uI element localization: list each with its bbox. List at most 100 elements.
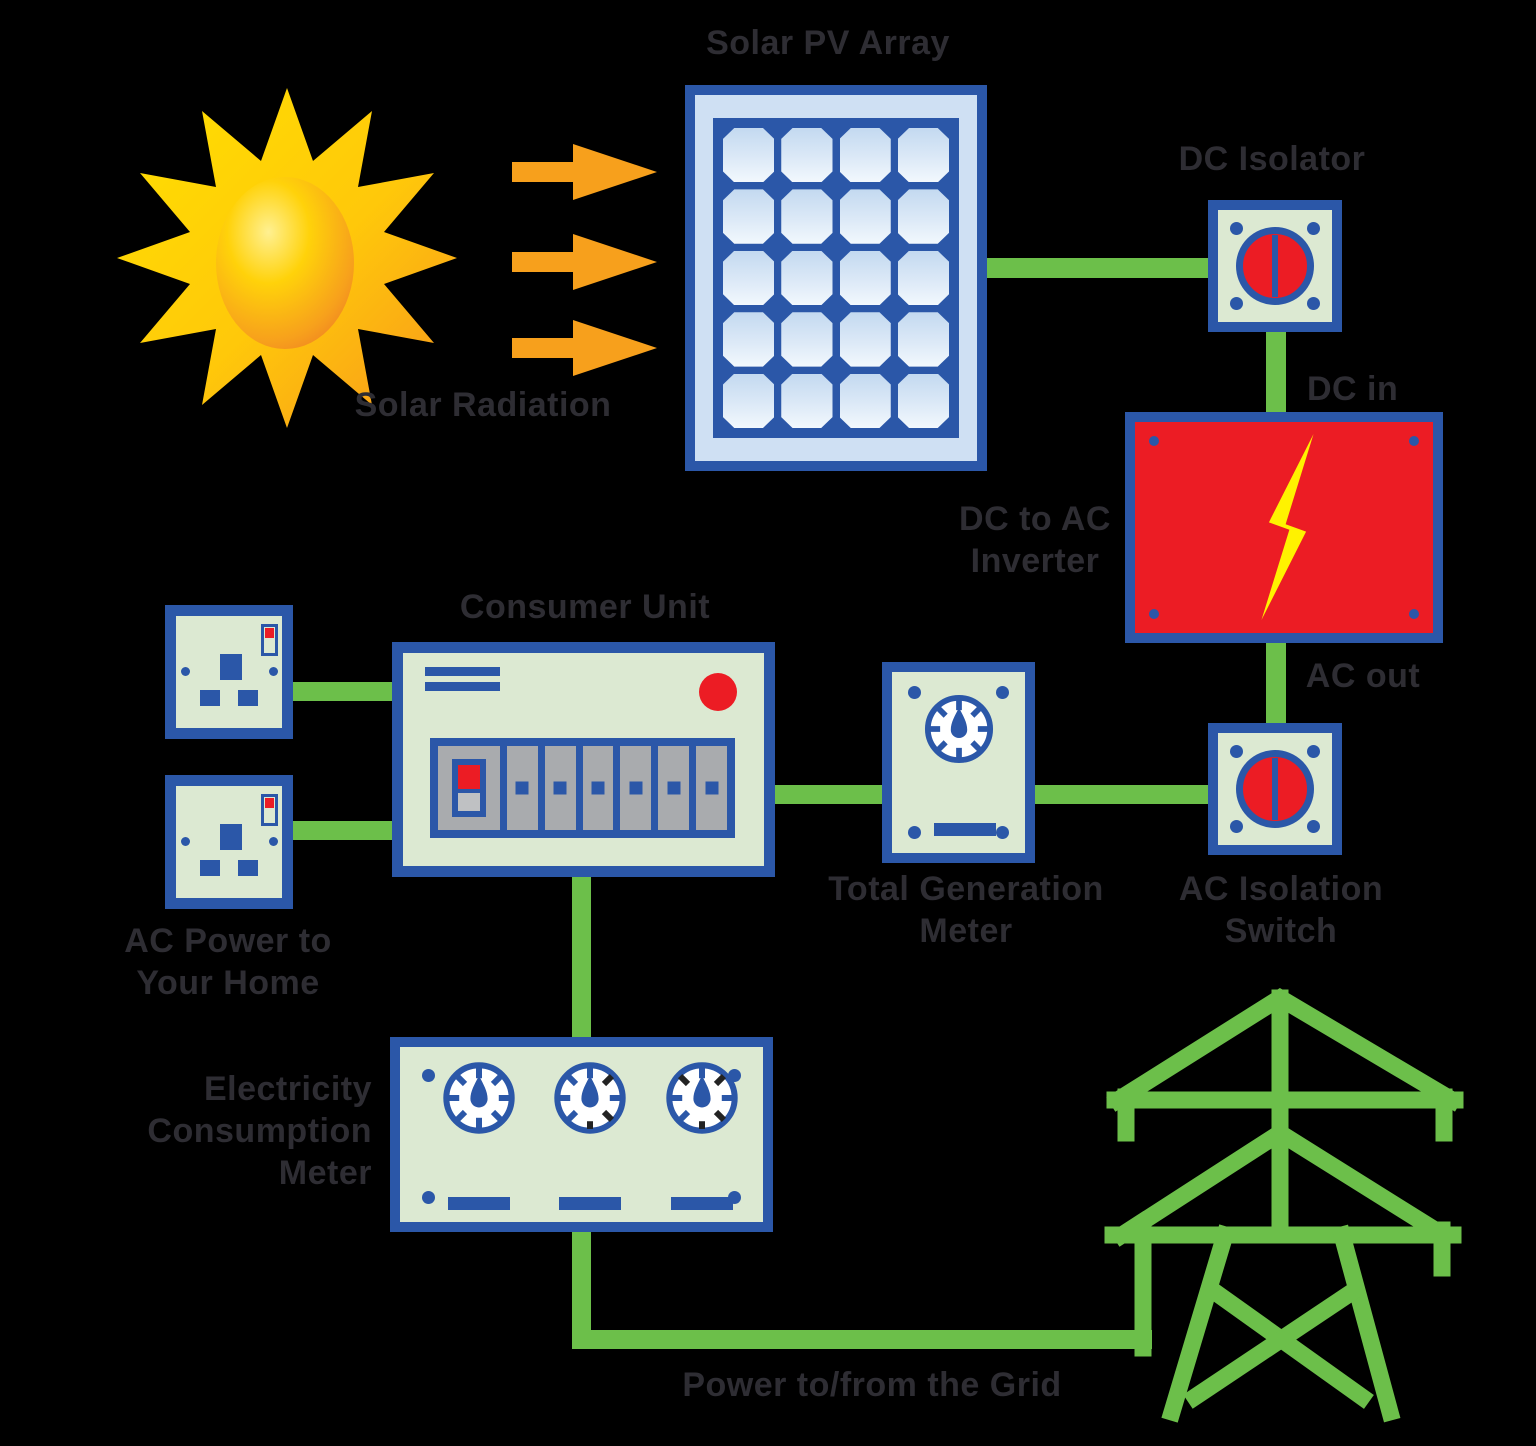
screw-dot (269, 667, 278, 676)
label-ac-out: AC out (1305, 657, 1421, 695)
ac-isolation-switch-box (1208, 723, 1342, 855)
wire-generation-meter-to-consumer-unit (773, 785, 882, 804)
pv-cell (781, 312, 833, 367)
vent-slot (425, 682, 500, 691)
screw-dot (422, 1069, 435, 1082)
circuit-breaker[interactable] (651, 746, 689, 830)
earth-pin (220, 654, 242, 680)
screw-dot (1230, 297, 1243, 310)
screw-dot (1230, 745, 1243, 758)
screw-dot (996, 686, 1009, 699)
pv-cell (723, 250, 775, 306)
meter-display (671, 1197, 733, 1210)
pv-cell (839, 189, 891, 244)
pv-cell (723, 189, 775, 244)
solar-radiation-arrows-icon (512, 144, 657, 376)
neutral-pin (238, 860, 258, 876)
screw-dot (996, 826, 1009, 839)
wall-socket-2 (165, 775, 293, 909)
consumer-unit-box (392, 642, 775, 877)
label-ecm-line1: Electricity (203, 1070, 372, 1108)
wire-ac-switch-to-generation-meter (1035, 785, 1208, 804)
screw-dot (1307, 745, 1320, 758)
meter-dial-icon (443, 1062, 515, 1134)
screw-dot (1230, 820, 1243, 833)
grid-pylon-icon (1104, 988, 1464, 1423)
pv-cell (723, 128, 775, 183)
dc-isolator-knob-icon[interactable] (1236, 227, 1314, 305)
breaker-strip (430, 738, 735, 838)
wire-socket2-to-consumer-unit (291, 821, 393, 840)
screw-dot (1307, 222, 1320, 235)
earth-pin (220, 824, 242, 850)
socket-switch[interactable] (261, 624, 278, 656)
screw-dot (181, 837, 190, 846)
label-consumption-meter: Electricity Consumption Meter (102, 1068, 372, 1194)
meter-display (934, 823, 996, 836)
live-pin (200, 860, 220, 876)
wire-consumption-meter-down (572, 1231, 591, 1348)
label-power-grid: Power to/from the Grid (682, 1366, 1062, 1404)
screw-dot (1230, 222, 1243, 235)
label-solar-pv-array: Solar PV Array (706, 24, 950, 62)
sun-body (216, 177, 354, 349)
pv-cell (897, 128, 949, 183)
label-acp-line2: Your Home (136, 964, 320, 1002)
pv-cell (897, 312, 949, 367)
label-ac-isolation-switch: AC Isolation Switch (1106, 868, 1456, 952)
meter-dial-icon (554, 1062, 626, 1134)
main-breaker-switch[interactable] (452, 759, 486, 817)
label-acp-line1: AC Power to (124, 922, 332, 960)
label-tgm-line1: Total Generation (828, 870, 1104, 908)
screw-dot (181, 667, 190, 676)
circuit-breaker[interactable] (613, 746, 651, 830)
pv-cell (723, 312, 775, 367)
breaker-off-indicator (458, 793, 480, 811)
circuit-breaker[interactable] (537, 746, 576, 830)
solar-pv-array-panel (685, 85, 987, 471)
main-breaker[interactable] (438, 746, 500, 830)
pv-cell (839, 250, 891, 306)
sun-icon (117, 88, 457, 428)
screw-dot (1149, 609, 1159, 619)
circuit-breaker[interactable] (500, 746, 538, 830)
pv-cell (839, 373, 891, 428)
screw-dot (1409, 609, 1419, 619)
circuit-breaker[interactable] (689, 746, 727, 830)
screw-dot (908, 826, 921, 839)
pv-cell (839, 312, 891, 367)
pv-cell (781, 373, 833, 428)
screw-dot (1307, 820, 1320, 833)
pv-cell (839, 128, 891, 183)
label-ecm-line2: Consumption (147, 1112, 372, 1150)
label-total-generation-meter: Total Generation Meter (791, 868, 1141, 952)
wire-consumer-unit-to-consumption-meter (572, 875, 591, 1038)
wire-socket1-to-consumer-unit (291, 682, 393, 701)
pv-cell (781, 128, 833, 183)
wire-dc-isolator-to-inverter (1266, 330, 1286, 414)
meter-dial-icon (666, 1062, 738, 1134)
wire-to-grid-horizontal (572, 1330, 1152, 1349)
ac-switch-knob-icon[interactable] (1236, 750, 1314, 828)
pv-cell (781, 189, 833, 244)
label-ecm-line3: Meter (278, 1154, 372, 1192)
label-acs-line2: Switch (1224, 912, 1338, 950)
circuit-breaker[interactable] (575, 746, 614, 830)
screw-dot (1149, 436, 1159, 446)
pv-cell (781, 250, 833, 306)
pv-cell-grid (713, 118, 959, 438)
label-inverter: DC to AC Inverter (910, 498, 1160, 582)
label-acs-line1: AC Isolation (1178, 870, 1384, 908)
pv-cell (897, 250, 949, 306)
wall-socket-1 (165, 605, 293, 739)
consumption-meter-box (390, 1037, 773, 1232)
label-inverter-line2: Inverter (970, 542, 1100, 580)
meter-display (448, 1197, 510, 1210)
screw-dot (422, 1191, 435, 1204)
live-pin (200, 690, 220, 706)
screw-dot (1409, 436, 1419, 446)
socket-switch[interactable] (261, 794, 278, 826)
pv-cell (897, 189, 949, 244)
neutral-pin (238, 690, 258, 706)
